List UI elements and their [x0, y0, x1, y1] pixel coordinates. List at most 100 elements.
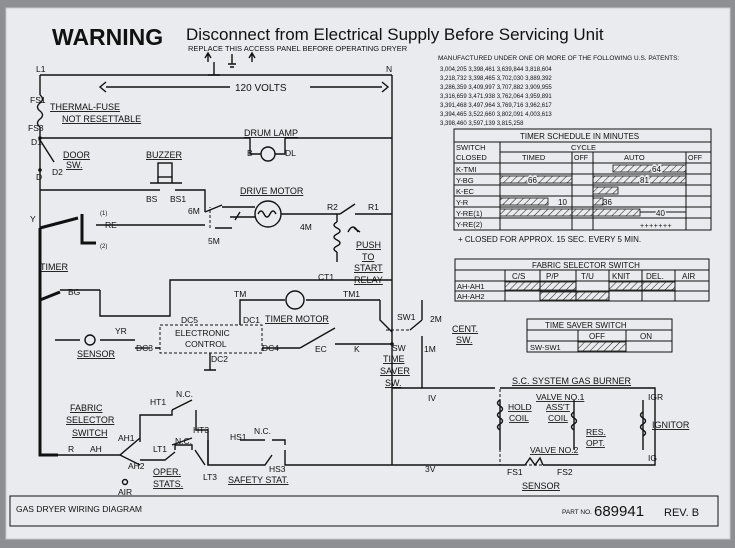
- label-start: START: [354, 263, 383, 273]
- label-res: RES.: [586, 427, 606, 437]
- timer-row-label: Y-BG: [456, 176, 474, 185]
- patents-heading: MANUFACTURED UNDER ONE OR MORE OF THE FO…: [438, 55, 679, 62]
- timer-schedule-table: TIMER SCHEDULE IN MINUTES SWITCH CYCLE C…: [453, 128, 712, 231]
- fabric-col-header: P/P: [546, 272, 559, 281]
- saver-col-header: OFF: [589, 332, 605, 341]
- push-to-start-relay: [333, 213, 392, 262]
- label-fs1: FS1: [30, 95, 46, 105]
- label-2m: 2M: [430, 314, 442, 324]
- timer-pulse-marks: +++++++: [640, 223, 672, 230]
- timer-value: 10: [558, 198, 567, 207]
- label-y: Y: [30, 214, 36, 224]
- label-dc4: DC4: [262, 343, 279, 353]
- label-re: RE: [105, 220, 117, 230]
- label-hs3: HS3: [269, 464, 286, 474]
- label-dc1: DC1: [243, 315, 260, 325]
- timer-col-header: OFF: [574, 155, 588, 162]
- patent-row: 3,316,659 3,471,938 3,762,064 3,959,891: [440, 94, 552, 100]
- time-saver-table: TIME SAVER SWITCH OFF ON SW-SW1: [526, 318, 673, 353]
- saver-table-title: TIME SAVER SWITCH: [545, 321, 627, 330]
- label-saver-sw: SW.: [385, 378, 402, 388]
- fabric-col-header: KNIT: [612, 272, 630, 281]
- label-6m: 6M: [188, 206, 200, 216]
- label-sensor: SENSOR: [77, 349, 116, 359]
- label-ah2: AH2: [128, 461, 145, 471]
- footer-box: [9, 495, 719, 527]
- label-switch: SWITCH: [72, 428, 108, 438]
- time-saver-switch: [379, 300, 423, 388]
- fabric-col-header: DEL.: [646, 272, 664, 281]
- label-r: R: [68, 444, 74, 454]
- label-1m: 1M: [424, 344, 436, 354]
- label-fs1-burner: FS1: [507, 467, 523, 477]
- warning-label: WARNING: [52, 24, 163, 50]
- fabric-col-header: T/U: [581, 272, 594, 281]
- timer-col-header: AUTO: [624, 153, 645, 162]
- label-ct1: CT1: [318, 272, 334, 282]
- label-nc2: N.C.: [175, 436, 192, 446]
- label-ah: AH: [90, 444, 102, 454]
- label-air: AIR: [118, 487, 132, 497]
- label-asst-coil: COIL: [548, 413, 568, 423]
- fabric-table-title: FABRIC SELECTOR SWITCH: [532, 261, 640, 270]
- timer-value: 81: [640, 176, 649, 185]
- warning-subtitle: REPLACE THIS ACCESS PANEL BEFORE OPERATI…: [188, 44, 408, 53]
- timer-table-title: TIMER SCHEDULE IN MINUTES: [520, 132, 639, 141]
- warning-title: Disconnect from Electrical Supply Before…: [186, 25, 604, 44]
- label-lt1: LT1: [153, 444, 167, 454]
- fabric-col-header: C/S: [512, 272, 525, 281]
- label-fabric: FABRIC: [70, 403, 103, 413]
- label-sw1: SW1: [397, 312, 416, 322]
- label-r1: R1: [368, 202, 379, 212]
- patent-row: 3,286,359 3,409,997 3,707,882 3,909,955: [440, 85, 552, 91]
- label-b: B: [247, 148, 253, 158]
- label-valve1: VALVE NO.1: [536, 392, 585, 402]
- label-hs1: HS1: [230, 432, 247, 442]
- label-lt3: LT3: [203, 472, 217, 482]
- timer-value: 36: [603, 198, 612, 207]
- label-timer: TIMER: [40, 262, 68, 272]
- label-push: PUSH: [356, 240, 381, 250]
- fabric-col-header: AIR: [682, 272, 696, 281]
- label-ec: EC: [315, 344, 327, 354]
- saver-row-label: SW-SW1: [530, 343, 561, 352]
- timer-table-header: CYCLE: [571, 143, 596, 152]
- label-ignitor: IGNITOR: [652, 420, 690, 430]
- label-dl: DL: [285, 148, 296, 158]
- label-k: K: [354, 344, 360, 354]
- label-selector: SELECTOR: [66, 415, 115, 425]
- moisture-sensor: [55, 334, 135, 346]
- label-bs: BS: [146, 194, 158, 204]
- label-timer-motor: TIMER MOTOR: [265, 314, 329, 324]
- label-ht1: HT1: [150, 397, 166, 407]
- label-sw: SW: [392, 343, 406, 353]
- label-cent: CENT.: [452, 324, 478, 334]
- patent-row: 3,391,468 3,497,964 3,769,716 3,962,617: [440, 103, 552, 109]
- timer-value: 40: [656, 209, 665, 218]
- label-cent-sw: SW.: [456, 335, 473, 345]
- label-hold: HOLD: [508, 402, 532, 412]
- label-stats: STATS.: [153, 479, 183, 489]
- timer-col-header: TIMED: [522, 153, 546, 162]
- label-oper: OPER.: [153, 467, 181, 477]
- saver-col-header: ON: [640, 332, 652, 341]
- door-switch: [38, 136, 55, 172]
- drive-motor: [204, 200, 356, 229]
- timer-row-label: K-TMI: [456, 165, 476, 174]
- label-d2: D2: [52, 167, 63, 177]
- label-iv: IV: [428, 393, 436, 403]
- timer-row-label: Y-R: [456, 198, 469, 207]
- label-to: TO: [362, 252, 374, 262]
- label-tm1: TM1: [343, 289, 360, 299]
- fabric-row-label: AH-AH1: [457, 282, 485, 291]
- patent-row: 3,398,460 3,597,139 3,815,258: [440, 121, 524, 127]
- label-drive-motor: DRIVE MOTOR: [240, 186, 304, 196]
- label-not-resettable: NOT RESETTABLE: [62, 114, 141, 124]
- label-nc1: N.C.: [176, 389, 193, 399]
- label-bs1: BS1: [170, 194, 186, 204]
- label-flame-sensor: SENSOR: [522, 481, 561, 491]
- supply-lines: [36, 62, 656, 466]
- label-saver: SAVER: [380, 366, 410, 376]
- label-drum-lamp: DRUM LAMP: [244, 128, 298, 138]
